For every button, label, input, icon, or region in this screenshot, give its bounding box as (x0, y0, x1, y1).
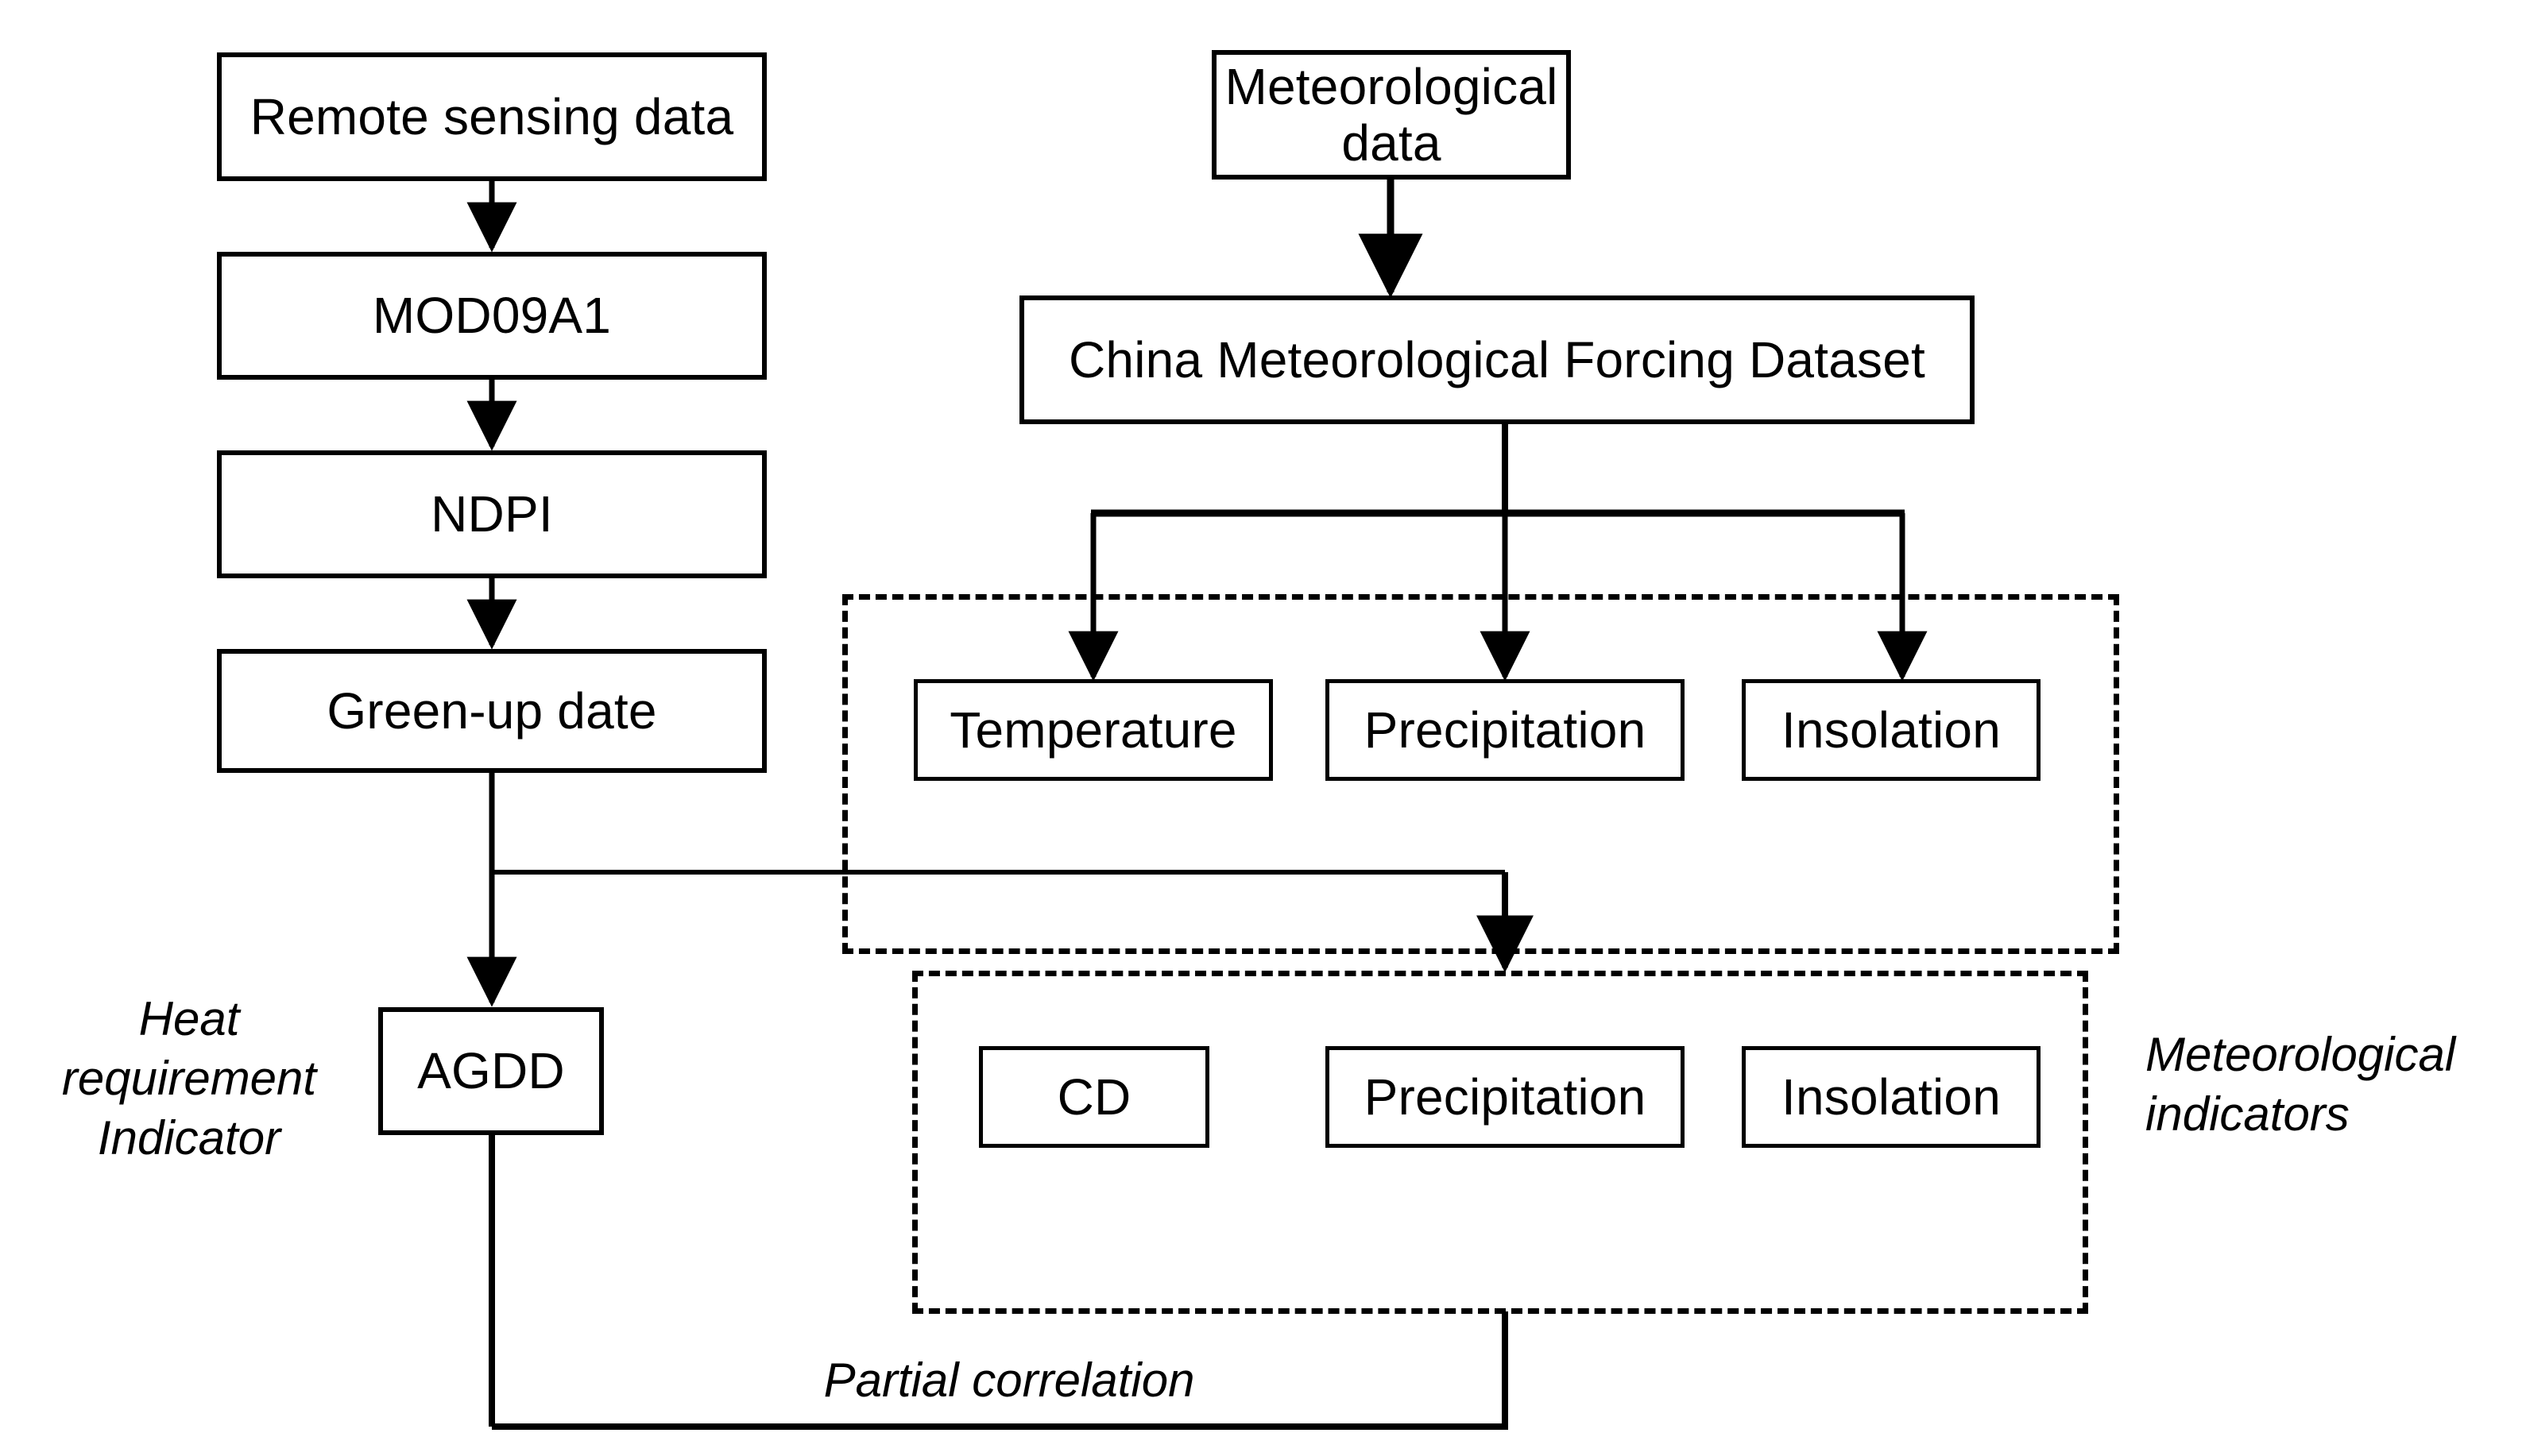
node-label: Meteorological data (1224, 58, 1558, 172)
annotation-partial-correlation: Partial correlation (823, 1354, 1195, 1407)
node-label: MOD09A1 (372, 287, 612, 345)
node-precipitation-indicator[interactable]: Precipitation (1325, 1046, 1685, 1148)
node-meteorological-data[interactable]: Meteorological data (1212, 50, 1571, 180)
node-label: AGDD (417, 1042, 565, 1100)
node-agdd[interactable]: AGDD (378, 1007, 604, 1135)
node-cd[interactable]: CD (979, 1046, 1209, 1148)
node-mod09a1[interactable]: MOD09A1 (217, 252, 767, 380)
node-label: NDPI (431, 485, 553, 543)
meteorological-indicators-group (912, 971, 2088, 1314)
node-label: Insolation (1781, 1068, 2001, 1126)
node-greenup-date[interactable]: Green-up date (217, 649, 767, 773)
annotation-heat-requirement-indicator: Heat requirement Indicator (61, 992, 317, 1164)
node-remote-sensing-data[interactable]: Remote sensing data (217, 52, 767, 181)
node-label: Temperature (950, 701, 1237, 759)
node-insolation-indicator[interactable]: Insolation (1742, 1046, 2041, 1148)
node-label: Remote sensing data (250, 87, 734, 145)
node-insolation-variable[interactable]: Insolation (1742, 679, 2041, 781)
node-ndpi[interactable]: NDPI (217, 450, 767, 578)
node-china-meteorological-forcing-dataset[interactable]: China Meteorological Forcing Dataset (1019, 295, 1975, 424)
node-label: CD (1057, 1068, 1131, 1126)
node-label: China Meteorological Forcing Dataset (1069, 330, 1925, 388)
node-label: Green-up date (327, 682, 657, 740)
annotation-meteorological-indicators: Meteorological indicators (2145, 1028, 2456, 1141)
node-label: Precipitation (1364, 1068, 1646, 1126)
node-temperature[interactable]: Temperature (914, 679, 1273, 781)
node-precipitation-variable[interactable]: Precipitation (1325, 679, 1685, 781)
node-label: Insolation (1781, 701, 2001, 759)
node-label: Precipitation (1364, 701, 1646, 759)
